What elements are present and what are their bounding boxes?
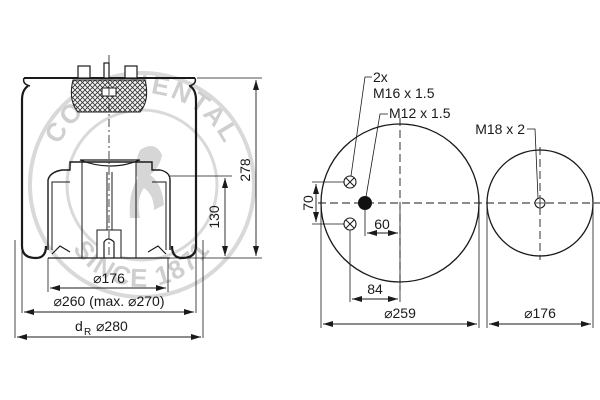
dim-air-offset: 60: [374, 216, 390, 232]
side-view: [20, 55, 198, 260]
dim-piston-bottom-diameter: ⌀176: [524, 305, 556, 321]
air-port-icon: [358, 196, 372, 210]
dim-bellow-diameter: ⌀260 (max. ⌀270): [53, 293, 164, 309]
dim-height-130: 130: [206, 205, 222, 229]
dim-stud-spacing: 70: [300, 195, 316, 211]
dim-dr-value: ⌀280: [96, 318, 128, 334]
stud-hole-lower-icon: [343, 217, 357, 231]
stud-left: [77, 65, 91, 79]
stud-right: [124, 65, 138, 79]
dim-height-278: 278: [237, 158, 253, 182]
callout-air-thread: M12 x 1.5: [389, 105, 451, 121]
air-fitting: [103, 62, 110, 79]
dim-dr-subscript: R: [84, 327, 91, 338]
callout-stud-thread: M16 x 1.5: [373, 85, 435, 101]
dim-stud-offset: 84: [367, 281, 383, 297]
dim-plate-diameter: ⌀259: [384, 305, 416, 321]
dim-dr-label: d: [75, 318, 83, 334]
piston-bottom-view: M18 x 2 ⌀176: [475, 121, 594, 328]
callout-count: 2x: [373, 69, 388, 85]
callout-piston-thread: M18 x 2: [475, 121, 525, 137]
top-plate-view: 2x M16 x 1.5 M12 x 1.5 70 60 84 ⌀259: [300, 69, 600, 328]
dim-piston-diameter: ⌀176: [93, 270, 125, 286]
horse-logo-icon: [129, 146, 164, 218]
side-view-dimensions: 278 130 ⌀176 ⌀260 (max. ⌀270) d R ⌀280: [14, 77, 262, 340]
stud-hole-upper-icon: [343, 175, 357, 189]
